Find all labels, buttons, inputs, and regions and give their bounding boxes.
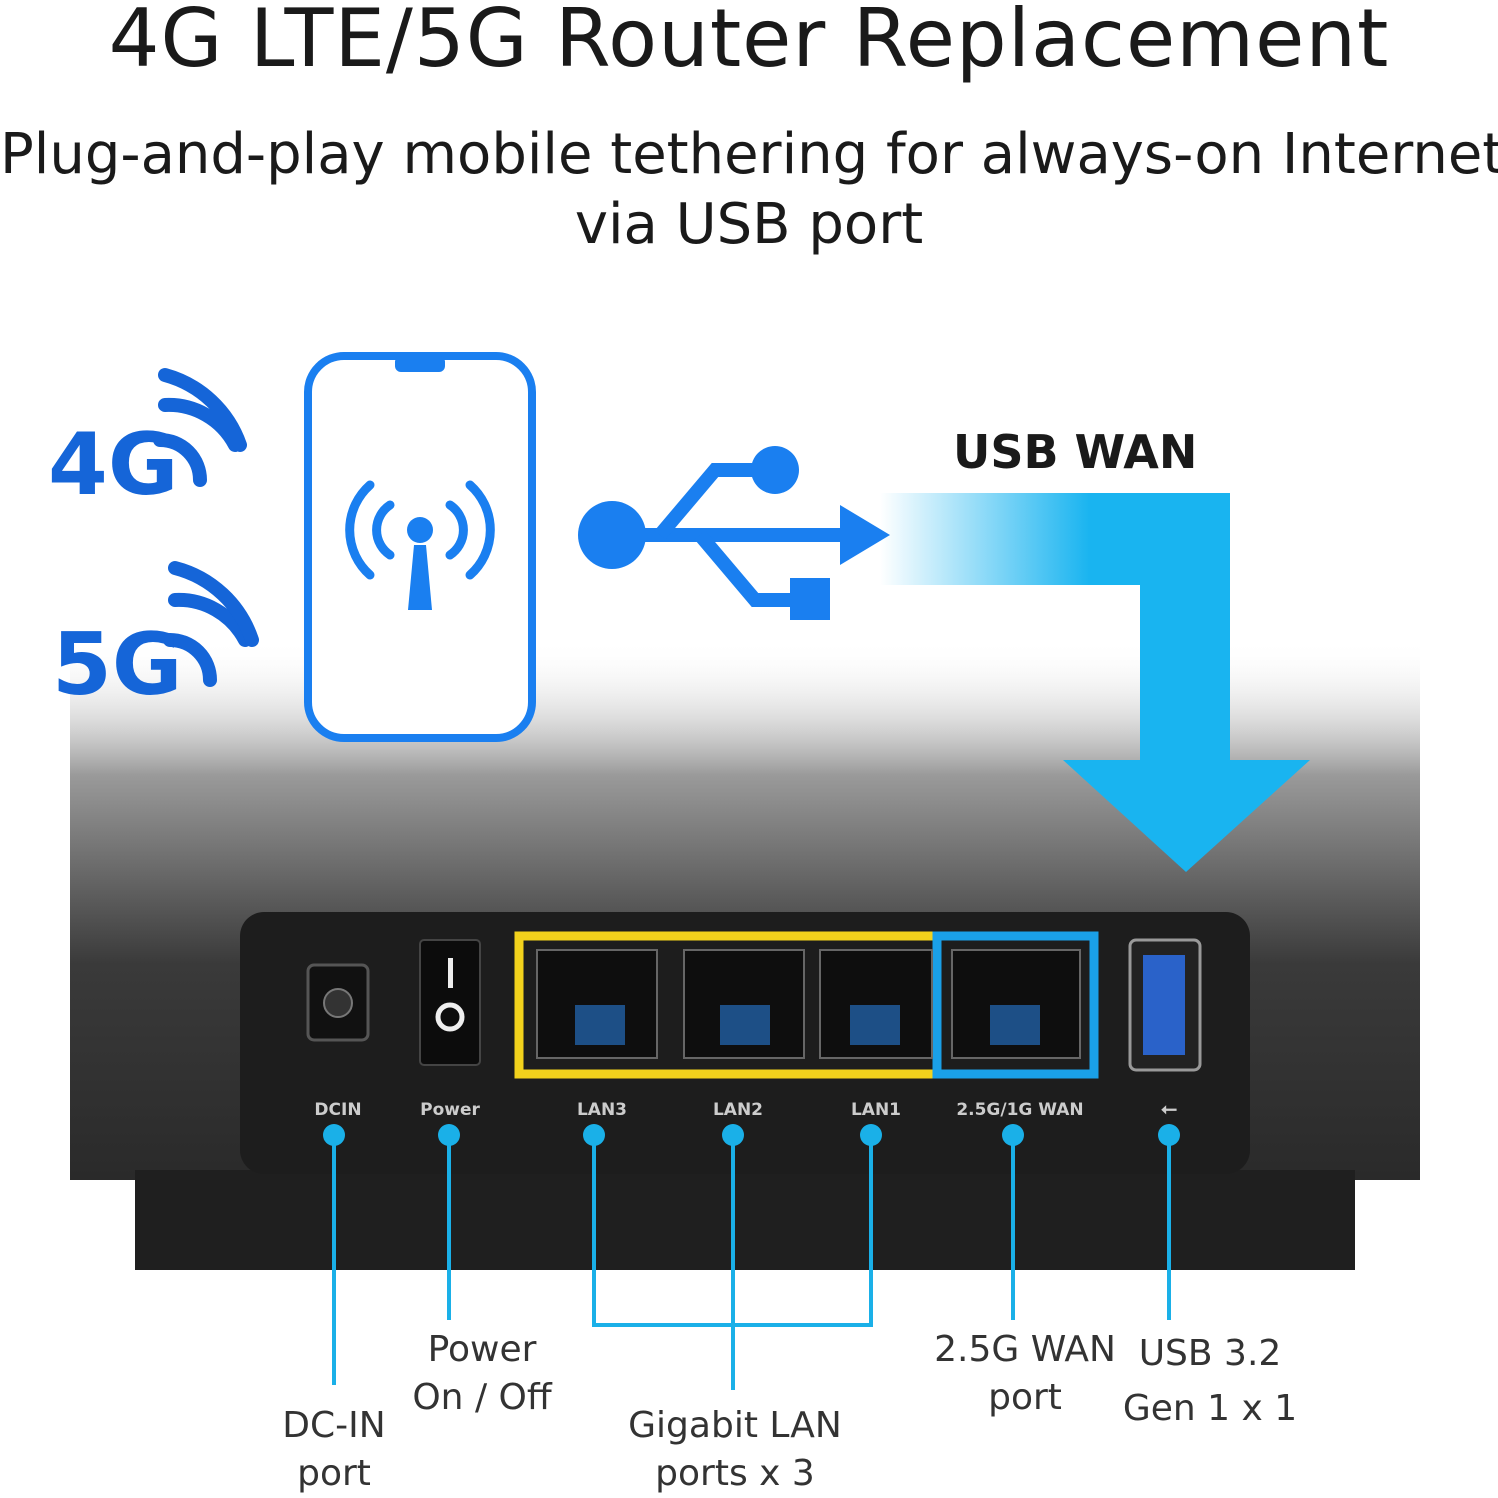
panel-label-wan: 2.5G/1G WAN: [956, 1100, 1084, 1120]
panel-label-lan1: LAN1: [850, 1100, 902, 1120]
usb-wan-label: USB WAN: [953, 425, 1198, 479]
panel-label-power: Power: [420, 1100, 480, 1120]
callout-line: On / Off: [412, 1377, 552, 1418]
signal-5g-label: 5G: [52, 615, 183, 715]
subtitle-line-1: Plug-and-play mobile tethering for alway…: [0, 122, 1498, 187]
router-base: [135, 1170, 1355, 1270]
callout-dcin: DC-IN port: [234, 1402, 434, 1498]
down-arrow-icon: [880, 493, 1310, 872]
subtitle-line-2: via USB port: [574, 192, 924, 257]
callout-line: Power: [427, 1329, 537, 1370]
callout-line: DC-IN: [282, 1405, 386, 1446]
callout-power: Power On / Off: [382, 1326, 582, 1422]
callout-line: port: [988, 1377, 1062, 1418]
panel-label-lan2: LAN2: [712, 1100, 764, 1120]
callout-line: Gen 1 x 1: [1122, 1388, 1298, 1429]
callout-line: USB 3.2: [1138, 1333, 1282, 1374]
callout-line: ports x 3: [655, 1453, 815, 1494]
page-title: 4G LTE/5G Router Replacement: [108, 0, 1390, 85]
panel-label-dcin: DCIN: [314, 1100, 362, 1120]
callout-lan: Gigabit LAN ports x 3: [605, 1402, 865, 1498]
callout-line: Gigabit LAN: [628, 1405, 842, 1446]
callout-usb: USB 3.2 Gen 1 x 1: [1110, 1326, 1310, 1436]
usb-icon: [578, 446, 890, 620]
panel-label-lan3: LAN3: [576, 1100, 628, 1120]
signal-4g-label: 4G: [48, 415, 179, 515]
wan-frame: [932, 931, 1099, 1079]
callout-line: 2.5G WAN: [934, 1329, 1116, 1370]
callout-line: port: [297, 1453, 371, 1494]
callout-wan: 2.5G WAN port: [925, 1326, 1125, 1422]
antenna-icon: [345, 480, 495, 580]
panel-usb-icon: ⭠: [1161, 1096, 1177, 1120]
signal-waves-icon: [153, 368, 259, 687]
callout-lines: [332, 1135, 1171, 1390]
